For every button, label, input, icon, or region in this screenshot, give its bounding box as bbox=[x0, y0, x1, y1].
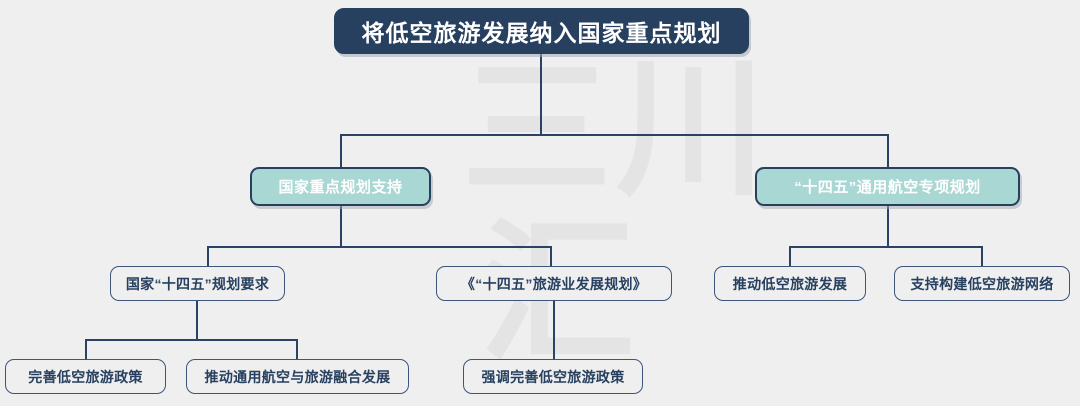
connector-level2-bar bbox=[340, 134, 889, 136]
node-improve-low-altitude-policy[interactable]: 完善低空旅游政策 bbox=[5, 359, 166, 394]
node-14th-five-year-plan-requirement[interactable]: 国家“十四五”规划要求 bbox=[110, 266, 285, 301]
connector-branch2-child1-drop bbox=[789, 246, 791, 266]
connector-node1-trunk bbox=[196, 301, 198, 341]
node-14th-five-year-tourism-plan[interactable]: 《“十四五”旅游业发展规划》 bbox=[436, 266, 672, 301]
node-promote-aviation-tourism-integration[interactable]: 推动通用航空与旅游融合发展 bbox=[186, 359, 409, 394]
connector-branch1-child1-drop bbox=[207, 246, 209, 266]
connector-node1-child2-drop bbox=[296, 339, 298, 359]
connector-branch1-child2-drop bbox=[550, 246, 552, 266]
connector-branch1-bar bbox=[207, 246, 552, 248]
connector-level2-left-drop bbox=[340, 134, 342, 167]
node-branch-general-aviation-plan[interactable]: “十四五”通用航空专项规划 bbox=[755, 167, 1020, 206]
node-support-low-altitude-network[interactable]: 支持构建低空旅游网络 bbox=[894, 266, 1070, 301]
node-promote-low-altitude-tourism[interactable]: 推动低空旅游发展 bbox=[714, 266, 866, 301]
connector-branch2-bar bbox=[789, 246, 983, 248]
watermark-text-top: 三川 bbox=[462, 41, 771, 217]
node-root-title[interactable]: 将低空旅游发展纳入国家重点规划 bbox=[334, 8, 749, 54]
connector-branch1-trunk bbox=[340, 205, 342, 248]
node-branch-national-plan-support[interactable]: 国家重点规划支持 bbox=[250, 167, 431, 206]
connector-level2-right-drop bbox=[887, 134, 889, 167]
connector-node1-bar bbox=[85, 339, 298, 341]
connector-node1-child1-drop bbox=[85, 339, 87, 359]
connector-branch2-trunk bbox=[887, 205, 889, 248]
node-emphasize-improve-low-altitude-policy[interactable]: 强调完善低空旅游政策 bbox=[463, 359, 643, 394]
connector-node2-trunk bbox=[553, 301, 555, 359]
connector-title-trunk bbox=[540, 54, 542, 135]
connector-branch2-child2-drop bbox=[981, 246, 983, 266]
